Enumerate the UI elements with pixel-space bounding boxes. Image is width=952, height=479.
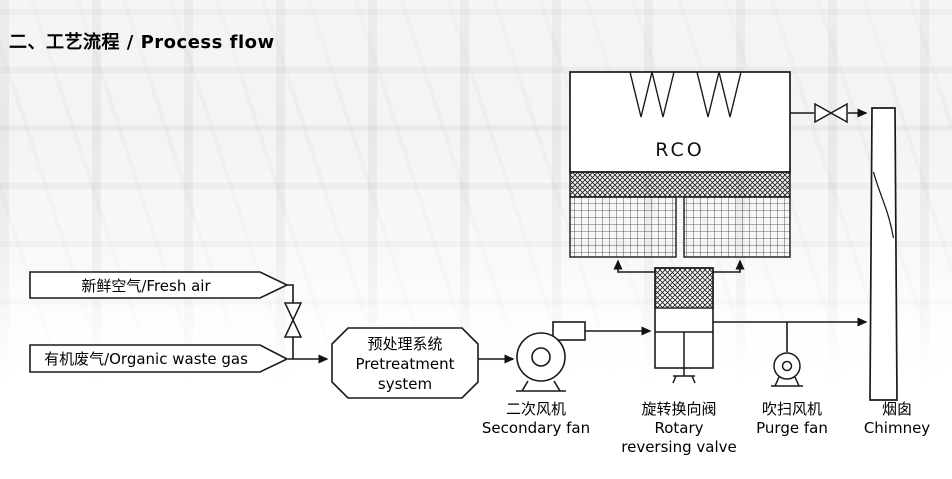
pretreatment-label-en1: Pretreatment — [355, 355, 455, 373]
rotary-valve-label-en2: reversing valve — [621, 438, 737, 456]
top-valve-icon — [814, 102, 848, 124]
rotary-valve-label-en1: Rotary — [654, 419, 704, 437]
heat-media-icon — [569, 171, 791, 198]
heat-media-icon — [569, 196, 677, 258]
burner-icon — [696, 71, 742, 118]
pretreatment-label-en2: system — [377, 375, 433, 393]
chimney-shape — [869, 107, 898, 401]
secondary-fan-icon — [516, 321, 586, 392]
heat-media-icon — [683, 196, 791, 258]
heat-media-icon — [654, 267, 714, 309]
inlet-valve-icon — [283, 302, 303, 338]
fresh-air-label: 新鲜空气/Fresh air — [81, 276, 211, 295]
chimney-label-en: Chimney — [863, 419, 931, 437]
page-title: 二、工艺流程 / Process flow — [9, 32, 275, 53]
chimney-label: 烟囱 Chimney — [845, 400, 949, 438]
pretreatment-unit — [331, 327, 479, 399]
rco-label: RCO — [655, 139, 704, 161]
riser-right — [713, 259, 745, 273]
purge-fan-label-zh: 吹扫风机 — [761, 400, 822, 418]
rotary-reversing-valve — [654, 267, 714, 384]
waste-gas-label: 有机废气/Organic waste gas — [44, 350, 248, 368]
rotary-valve-label-zh: 旋转换向阀 — [641, 400, 717, 418]
purge-fan-label: 吹扫风机 Purge fan — [734, 400, 850, 438]
pretreatment-label-zh: 预处理系统 — [367, 335, 443, 353]
waste-gas-duct — [29, 344, 289, 373]
pretreatment-label: 预处理系统 Pretreatment system — [332, 333, 478, 395]
fresh-air-pipe — [287, 284, 294, 359]
fresh-air-duct — [29, 271, 289, 299]
purge-fan-icon — [771, 352, 803, 387]
purge-fan-label-en: Purge fan — [756, 419, 828, 437]
rco-unit: RCO — [569, 71, 791, 258]
secondary-fan-label-zh: 二次风机 — [505, 400, 566, 418]
secondary-fan-label: 二次风机 Secondary fan — [466, 400, 606, 438]
riser-left — [613, 259, 655, 273]
burner-icon — [629, 71, 675, 118]
chimney-label-zh: 烟囱 — [881, 400, 912, 418]
secondary-fan-label-en: Secondary fan — [481, 419, 591, 437]
rotary-valve-label: 旋转换向阀 Rotary reversing valve — [604, 400, 754, 457]
